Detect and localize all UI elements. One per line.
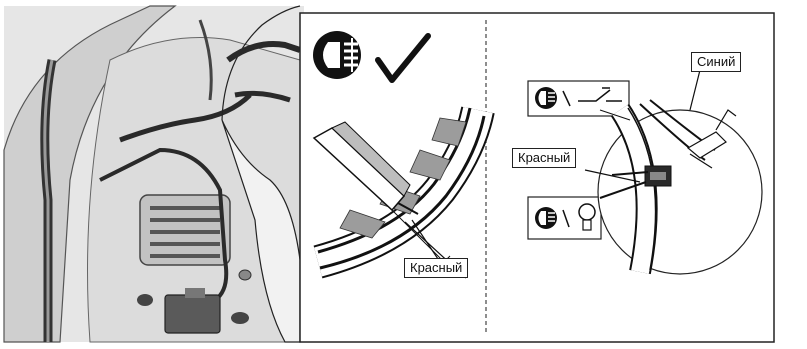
leader-red-right <box>584 169 641 183</box>
label-blue: Синий <box>691 52 742 72</box>
fog-lamp-bulb-symbol-icon <box>527 196 602 240</box>
label-red-left: Красный <box>404 258 469 278</box>
leader-red-left <box>411 219 441 263</box>
front-fog-lamp-icon <box>313 31 361 79</box>
zoom-lens <box>221 5 301 343</box>
label-red-right: Красный <box>512 148 577 168</box>
leader-blue <box>689 69 701 111</box>
connector-closeup <box>597 99 763 275</box>
checkmark-icon <box>375 33 431 83</box>
wire-harness-left <box>313 106 495 279</box>
fog-switch-symbol-icon <box>527 80 630 117</box>
